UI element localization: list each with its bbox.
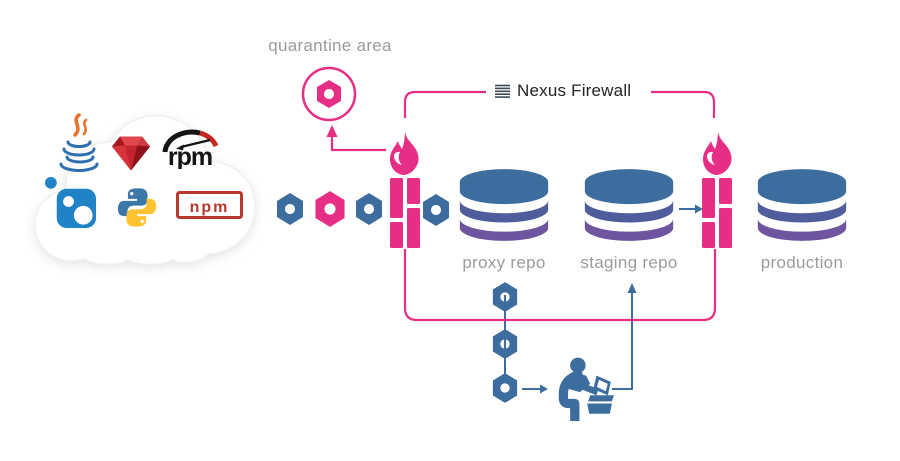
staging-to-firewall-arrow bbox=[679, 204, 703, 214]
component-hexagon-icon bbox=[277, 193, 303, 225]
quarantine-hexagon-icon bbox=[317, 80, 341, 108]
rpm-logo: rpm bbox=[162, 129, 219, 169]
nexus-firewall-title: Nexus Firewall bbox=[489, 81, 638, 101]
npm-logo-text: npm bbox=[190, 199, 230, 216]
firewall-wall-icon bbox=[702, 178, 732, 248]
firewall-wall-icon bbox=[390, 178, 420, 248]
nexus-firewall-label: Nexus Firewall bbox=[517, 81, 632, 100]
firewall-lines-icon bbox=[495, 84, 510, 98]
ruby-logo bbox=[112, 136, 150, 171]
proxy-repo-label: proxy repo bbox=[462, 253, 546, 272]
component-hexagon-icon bbox=[423, 194, 449, 226]
rpm-logo-text: rpm bbox=[168, 143, 212, 169]
staging-repo-label: staging repo bbox=[580, 253, 678, 272]
quarantine-label: quarantine area bbox=[268, 36, 392, 55]
component-hexagon-icon bbox=[356, 193, 382, 225]
python-logo bbox=[117, 188, 157, 227]
database-icon bbox=[757, 169, 847, 241]
nuget-logo bbox=[44, 176, 97, 229]
npm-logo: npm bbox=[176, 191, 243, 219]
firewall-bracket-right bbox=[651, 90, 716, 118]
developer-to-staging-arrow bbox=[612, 283, 637, 390]
quarantine-arrow bbox=[326, 125, 386, 152]
component-hexagon-icon bbox=[492, 373, 518, 403]
firewall-bracket-left bbox=[403, 90, 486, 118]
quarantined-component-hexagon-icon bbox=[315, 191, 345, 227]
component-to-developer-arrow bbox=[522, 384, 548, 394]
firewall-flame-icon bbox=[703, 130, 732, 175]
component-hexagon-icon bbox=[492, 282, 518, 312]
developer-icon bbox=[558, 357, 614, 421]
firewall-loop-path bbox=[403, 249, 717, 322]
java-logo bbox=[59, 113, 99, 172]
database-icon bbox=[584, 169, 674, 241]
production-label: production bbox=[760, 253, 844, 272]
database-icon bbox=[459, 169, 549, 241]
firewall-flame-icon bbox=[390, 130, 419, 175]
quarantine-badge bbox=[301, 66, 357, 122]
component-hexagon-icon bbox=[492, 329, 518, 359]
